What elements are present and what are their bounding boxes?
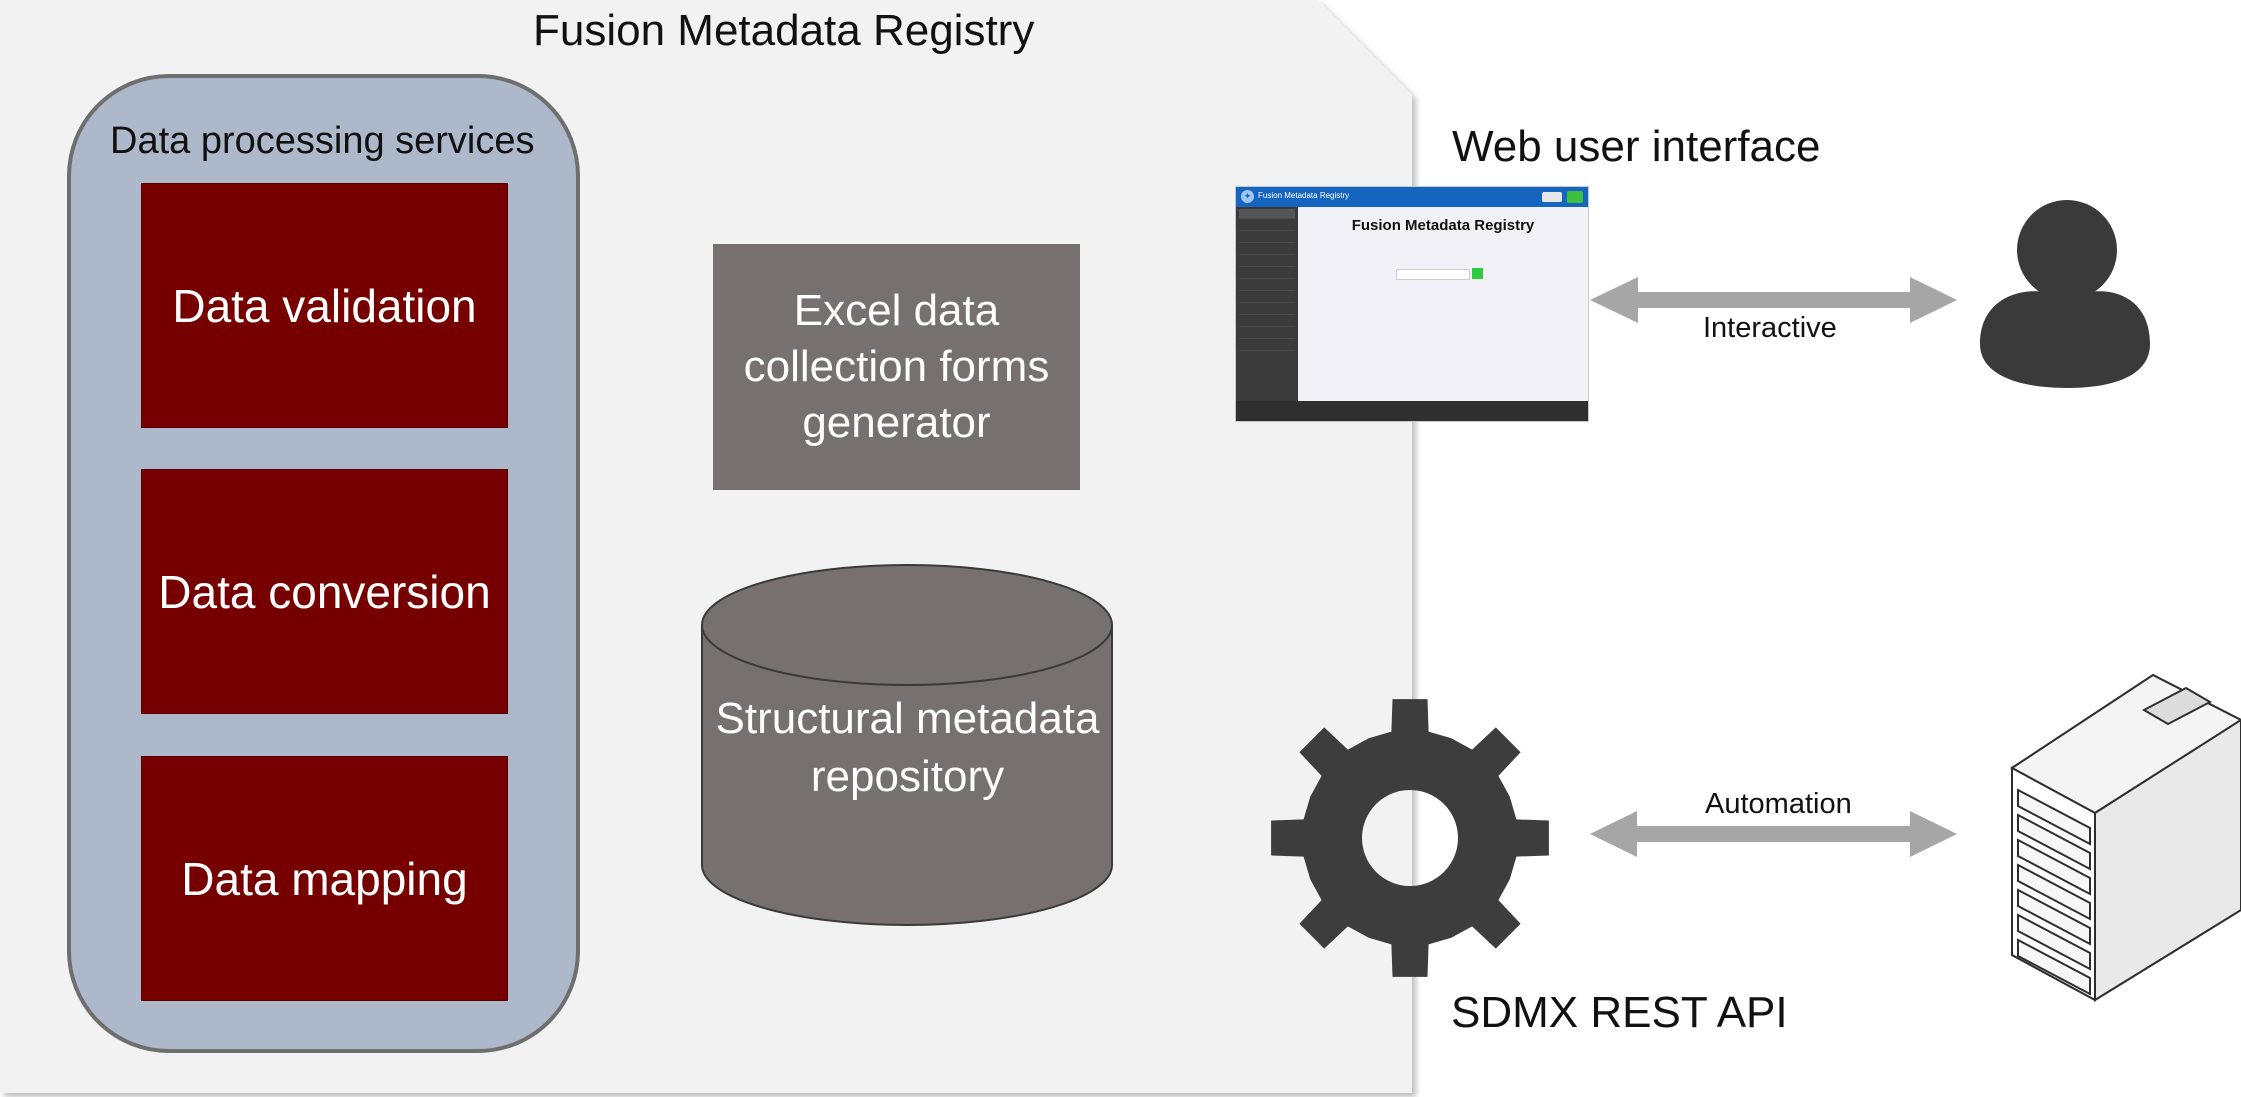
screenshot-app-name: Fusion Metadata Registry <box>1258 191 1350 200</box>
data-mapping-box: Data mapping <box>141 756 508 1001</box>
screenshot-sidebar-item <box>1239 245 1295 255</box>
automation-arrow <box>1590 811 1957 857</box>
screenshot-sidebar-item <box>1239 329 1295 339</box>
api-title: SDMX REST API <box>1451 988 1788 1037</box>
screenshot-footer <box>1236 401 1588 421</box>
server-drive-bay <box>2017 788 2091 846</box>
web-ui-screenshot: ✦ Fusion Metadata Registry Fusion Metada… <box>1235 186 1589 422</box>
processing-services-title: Data processing services <box>110 120 535 162</box>
interactive-label: Interactive <box>1703 312 1837 344</box>
screenshot-sidebar <box>1236 207 1298 401</box>
screenshot-sidebar-item <box>1239 317 1295 327</box>
server-drive-bay <box>2017 938 2091 996</box>
screenshot-search-input <box>1396 269 1470 280</box>
server-drive-bay <box>2017 813 2091 871</box>
user-icon <box>1980 200 2150 388</box>
data-validation-box: Data validation <box>141 183 508 428</box>
server-drive-bay <box>2017 838 2091 896</box>
screenshot-sidebar-item <box>1239 281 1295 291</box>
registry-title: Fusion Metadata Registry <box>533 6 1035 55</box>
screenshot-search-button <box>1472 268 1483 279</box>
screenshot-sidebar-item <box>1239 233 1295 243</box>
automation-label: Automation <box>1705 788 1852 820</box>
screenshot-sidebar-item <box>1239 257 1295 267</box>
server-drive-bay <box>2017 913 2091 971</box>
screenshot-sidebar-item <box>1239 341 1295 351</box>
data-conversion-box: Data conversion <box>141 469 508 714</box>
server-drive-bay <box>2017 863 2091 921</box>
gear-icon <box>1271 699 1549 977</box>
excel-generator-box: Excel data collection forms generator <box>713 244 1080 490</box>
database-cylinder-icon <box>701 564 1113 926</box>
screenshot-main-title: Fusion Metadata Registry <box>1351 217 1535 234</box>
repository-label: Structural metadata repository <box>715 694 1100 801</box>
server-drive-bays <box>2017 788 2091 996</box>
screenshot-sidebar-item <box>1239 209 1295 219</box>
web-ui-title: Web user interface <box>1452 122 1821 171</box>
screenshot-logo-icon: ✦ <box>1241 190 1254 203</box>
interactive-arrow <box>1590 277 1957 323</box>
screenshot-sidebar-item <box>1239 221 1295 231</box>
screenshot-sidebar-item <box>1239 293 1295 303</box>
screenshot-login-button <box>1567 191 1583 203</box>
screenshot-sidebar-item <box>1239 305 1295 315</box>
screenshot-language-select <box>1542 192 1562 202</box>
server-drive-bay <box>2017 888 2091 946</box>
screenshot-sidebar-item <box>1239 269 1295 279</box>
screenshot-header-bar: ✦ Fusion Metadata Registry <box>1236 187 1588 207</box>
